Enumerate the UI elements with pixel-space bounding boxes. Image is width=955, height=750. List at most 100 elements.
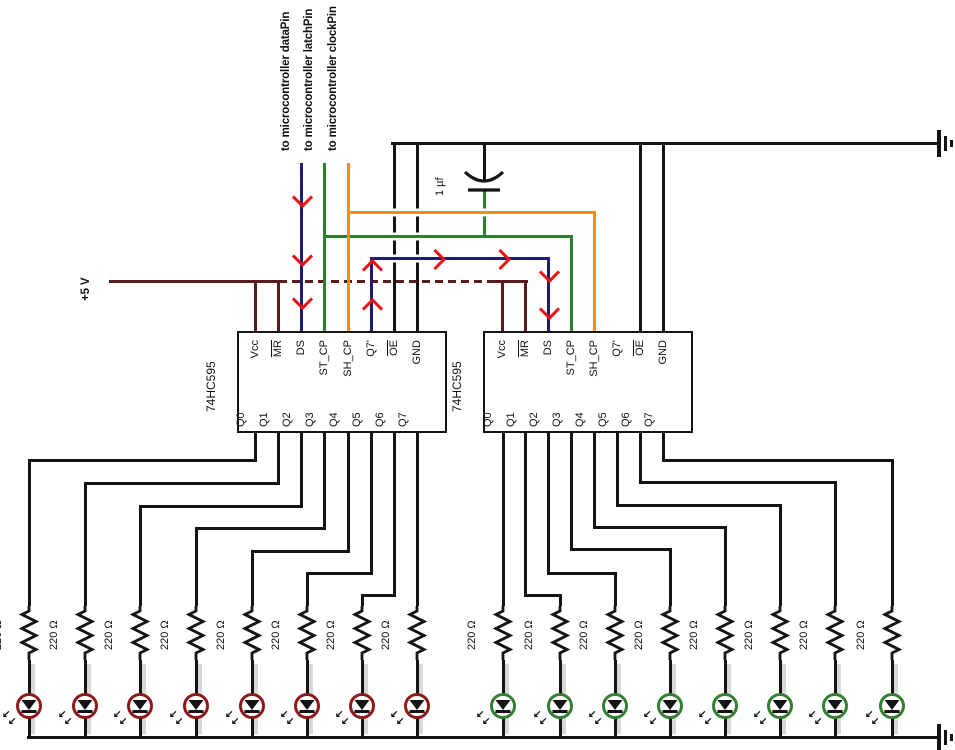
wire-output-left-q5-b <box>305 571 373 575</box>
ic-name: 74HC595 <box>450 361 464 412</box>
resistor-label: 220 Ω <box>159 620 171 650</box>
led-emission-arrows: ↙ <box>169 709 178 720</box>
microcontroller-pin-label: to microcontroller dataPin <box>280 11 292 151</box>
resistor-label: 220 Ω <box>466 620 478 650</box>
wire-capacitor-lead-bottom <box>482 190 486 238</box>
pin-label-bottom-Q0: Q0 <box>235 412 247 427</box>
wire-output-left-q2-a <box>299 431 303 506</box>
wire-output-right-q0 <box>501 431 505 606</box>
led-emission-arrows: ↙ <box>113 709 122 720</box>
wire-output-right-q3-a <box>569 431 573 549</box>
led-emission-arrows: ↙ <box>808 709 817 720</box>
led-emission-arrows: ↙ <box>533 709 542 720</box>
led-icon-red <box>68 689 102 723</box>
wire-output-right-q2-b <box>546 571 617 575</box>
wire-supply-vcc-right <box>500 281 504 331</box>
ic-body-right <box>483 331 693 433</box>
wire-output-right-q6-c <box>833 482 837 606</box>
led-emission-arrows: ↙ <box>280 709 289 720</box>
wire-output-left-q6-b <box>360 593 396 597</box>
pin-label-bottom-Q3: Q3 <box>551 412 563 427</box>
led-emission-arrows: ↙ <box>341 716 350 727</box>
ground-symbol-top-bar1 <box>937 129 941 157</box>
wire-output-left-q5-a <box>369 431 373 573</box>
pin-label-top-Vcc: Vcc <box>496 340 508 359</box>
wire-output-left-q3-a <box>322 431 326 528</box>
wire-output-right-q5-c <box>778 505 782 606</box>
pin-label-top-OE: OE <box>633 340 647 356</box>
pin-label-top-OE-text: OE <box>634 340 646 356</box>
pin-label-top-ST_CP: ST_CP <box>318 340 330 376</box>
led-icon-green <box>708 689 742 723</box>
wire-output-right-q2-a <box>546 431 550 573</box>
pin-label-top-DS: DS <box>542 340 554 356</box>
wire-data-vertical <box>299 163 303 331</box>
resistor-label: 220 Ω <box>578 620 590 650</box>
led-icon-green <box>598 689 632 723</box>
pin-label-top-SH_CP: SH_CP <box>588 340 600 377</box>
wire-supply-mr-left <box>276 281 280 331</box>
resistor-icon <box>660 606 680 660</box>
wire-output-right-q7-b <box>661 458 894 462</box>
pin-label-bottom-Q0: Q0 <box>482 412 494 427</box>
signal-arrow-q7-up-2 <box>361 297 383 319</box>
pin-label-bottom-Q1: Q1 <box>258 412 270 427</box>
wire-output-right-q2-c <box>613 573 617 606</box>
resistor-icon <box>715 606 735 660</box>
resistor-icon <box>605 606 625 660</box>
resistor-label: 220 Ω <box>855 620 867 650</box>
led-icon-red <box>345 689 379 723</box>
wire-latch-vertical <box>322 163 326 331</box>
resistor-label: 220 Ω <box>798 620 810 650</box>
wire-output-left-q4-b <box>250 549 350 553</box>
pin-label-top-GND: GND <box>411 340 423 365</box>
microcontroller-pin-label: to microcontroller clockPin <box>327 6 339 151</box>
led-emission-arrows: ↙ <box>482 716 491 727</box>
wire-clock-down-right <box>592 212 596 331</box>
led-emission-arrows: ↙ <box>335 709 344 720</box>
wire-output-right-q7-c <box>890 460 894 606</box>
pin-label-top-Vcc: Vcc <box>249 340 261 359</box>
resistor-icon <box>297 606 317 660</box>
wire-output-left-q2-b <box>138 504 303 508</box>
pin-label-top-GND: GND <box>657 340 669 365</box>
microcontroller-pin-label: to microcontroller latchPin <box>303 8 315 151</box>
wire-output-left-q0-a <box>253 431 257 460</box>
supply-label: +5 V <box>80 277 92 301</box>
wire-output-left-q0-c <box>27 460 31 606</box>
pin-label-top-MR-text: MR <box>519 340 531 358</box>
resistor-label: 220 Ω <box>270 620 282 650</box>
wire-ground-bottom-rail <box>26 735 939 739</box>
signal-arrow-link-right-1 <box>424 248 446 270</box>
wire-ds-down-right <box>546 256 550 331</box>
led-icon-red <box>179 689 213 723</box>
led-emission-arrows: ↙ <box>175 716 184 727</box>
wire-output-left-q0-b <box>27 458 257 462</box>
led-emission-arrows: ↙ <box>225 709 234 720</box>
wire-output-right-q3-b <box>569 547 672 551</box>
pin-label-top-MR: MR <box>518 340 532 357</box>
wire-output-right-q5-a <box>615 431 619 505</box>
ground-symbol-top-bar2 <box>944 135 947 151</box>
pin-label-bottom-Q7: Q7 <box>397 412 409 427</box>
signal-arrow-ds-down-1 <box>538 261 560 283</box>
pin-label-top-SH_CP: SH_CP <box>342 340 354 377</box>
wire-gnd-right <box>661 143 665 331</box>
led-icon-green <box>653 689 687 723</box>
led-emission-arrows: ↙ <box>64 716 73 727</box>
led-emission-arrows: ↙ <box>753 709 762 720</box>
ground-symbol-bottom-bar2 <box>944 729 947 745</box>
led-emission-arrows: ↙ <box>594 716 603 727</box>
ground-symbol-top-bar3 <box>950 139 953 147</box>
resistor-label: 220 Ω <box>103 620 115 650</box>
led-emission-arrows: ↙ <box>759 716 768 727</box>
pin-label-bottom-Q1: Q1 <box>505 412 517 427</box>
resistor-label: 220 Ω <box>0 620 4 650</box>
pin-label-bottom-Q3: Q3 <box>304 412 316 427</box>
capacitor-label: 1 µf <box>434 177 446 196</box>
wire-supply-vcc-left <box>253 281 257 331</box>
resistor-label: 220 Ω <box>380 620 392 650</box>
resistor-icon <box>75 606 95 660</box>
led-icon-green <box>763 689 797 723</box>
resistor-label: 220 Ω <box>633 620 645 650</box>
